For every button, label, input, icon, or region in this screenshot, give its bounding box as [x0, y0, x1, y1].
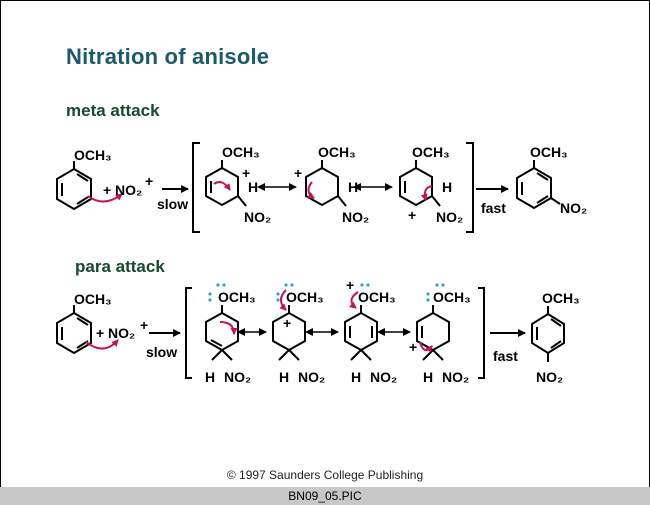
meta-int1-charge: + [242, 165, 250, 181]
para-int2-nitro: NO₂ [298, 369, 325, 385]
meta-product-ring [516, 160, 561, 210]
para-attack-curved-arrow [85, 339, 119, 350]
para-int1-curved-arrow [219, 321, 238, 335]
meta-reagent: NO₂ [115, 182, 142, 198]
meta-int3-nitro: NO₂ [436, 209, 463, 225]
meta-attack-curved-arrow [87, 193, 123, 203]
reaction-scheme: OCH₃ + NO₂ + slow OCH₃ + H NO₂ OCH₃ + H … [56, 142, 587, 385]
copyright-notice: © 1997 Saunders College Publishing [226, 468, 424, 482]
meta-bracket-right [466, 142, 474, 233]
filename-label: BN09_05.PIC [288, 489, 362, 503]
para-reagent: NO₂ [108, 325, 135, 341]
para-int3-curved-arrow [349, 291, 359, 309]
para-int1-nitro: NO₂ [224, 369, 251, 385]
para-int2-charge: + [283, 315, 291, 331]
para-intermediate-ring-1 [205, 305, 239, 361]
meta-int2-charge: + [294, 165, 302, 181]
para-product-ring [531, 306, 565, 362]
meta-int3-h: H [442, 179, 452, 195]
meta-reactant-ring [56, 161, 92, 211]
para-slow-label: slow [146, 344, 177, 360]
para-reactant-ring [56, 305, 92, 355]
meta-int1-group: OCH₃ [222, 144, 260, 160]
para-int1-h: H [205, 369, 215, 385]
para-product-group: OCH₃ [542, 290, 580, 306]
page-title: Nitration of anisole [66, 44, 270, 69]
meta-int1-curved-arrow [213, 181, 231, 191]
para-int3-group: OCH₃ [358, 289, 396, 305]
para-int2-h: H [279, 369, 289, 385]
meta-bracket-left [192, 142, 200, 233]
para-int3-charge: + [346, 277, 354, 293]
meta-reactant-group: OCH₃ [74, 147, 112, 163]
para-int3-nitro: NO₂ [370, 369, 397, 385]
para-attack-label: para attack [75, 257, 165, 276]
meta-attack-label: meta attack [66, 101, 160, 120]
meta-product-nitro: NO₂ [560, 200, 587, 216]
para-int4-nitro: NO₂ [442, 369, 469, 385]
meta-int1-h: H [248, 179, 258, 195]
para-product-nitro: NO₂ [536, 369, 563, 385]
meta-int2-group: OCH₃ [318, 144, 356, 160]
meta-intermediate-ring-3 [399, 160, 441, 207]
para-int2-curved-arrow [279, 289, 287, 311]
para-intermediate-ring-4 [416, 305, 450, 361]
para-reagent-plus-sign: + [96, 325, 104, 341]
meta-int3-group: OCH₃ [412, 144, 450, 160]
para-int1-group: OCH₃ [218, 289, 256, 305]
para-int2-group: OCH₃ [286, 289, 324, 305]
meta-int2-curved-arrow [307, 181, 315, 199]
meta-reagent-charge: + [145, 173, 153, 189]
diagram-frame [0, 0, 650, 488]
status-bar [0, 487, 650, 505]
para-reactant-group: OCH₃ [74, 291, 112, 307]
meta-int1-nitro: NO₂ [244, 209, 271, 225]
para-fast-label: fast [493, 348, 518, 364]
para-int4-h: H [423, 369, 433, 385]
meta-int3-curved-arrow [420, 185, 433, 201]
para-int4-curved-arrow [419, 341, 433, 353]
para-intermediate-ring-3 [344, 305, 378, 361]
para-bracket-right [478, 287, 485, 379]
meta-int3-charge: + [408, 207, 416, 223]
para-reagent-charge: + [140, 317, 148, 333]
meta-intermediate-ring-1 [205, 160, 247, 207]
meta-int2-h: H [348, 179, 358, 195]
meta-intermediate-ring-2 [305, 160, 347, 207]
para-int4-charge: + [409, 339, 417, 355]
meta-int2-nitro: NO₂ [342, 209, 369, 225]
meta-reagent-plus-sign: + [103, 182, 111, 198]
para-bracket-left [185, 287, 192, 379]
meta-fast-label: fast [481, 200, 506, 216]
para-int3-h: H [351, 369, 361, 385]
para-intermediate-ring-2 [272, 305, 306, 361]
lone-pair-dots [208, 283, 445, 302]
para-int4-group: OCH₃ [433, 289, 471, 305]
meta-product-group: OCH₃ [530, 144, 568, 160]
meta-slow-label: slow [157, 196, 188, 212]
